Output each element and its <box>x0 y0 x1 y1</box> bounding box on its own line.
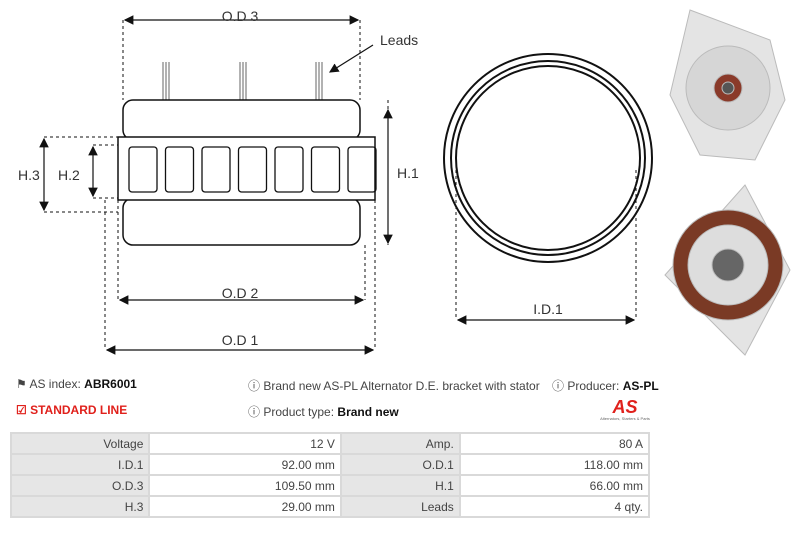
od3-label: O.D 3 <box>222 8 259 24</box>
leads-label: Leads <box>380 32 418 48</box>
info-icon: ⓘ <box>248 405 261 419</box>
h3-label: H.3 <box>18 167 40 183</box>
stator-slot <box>201 146 231 193</box>
stator-slot <box>274 146 304 193</box>
spec-value: 80 A <box>458 432 651 455</box>
h2-label: H.2 <box>58 167 80 183</box>
stator-slot <box>310 146 341 193</box>
spec-label: Leads <box>339 495 461 518</box>
spec-label: I.D.1 <box>9 453 151 476</box>
description: ⓘ Brand new AS-PL Alternator D.E. bracke… <box>248 379 540 393</box>
as-pl-logo: AS Alternators, Starters & Parts <box>600 397 650 421</box>
standard-line-badge: ☑ STANDARD LINE <box>16 403 128 417</box>
spec-value: 12 V <box>148 432 342 455</box>
spec-value: 29.00 mm <box>148 495 342 518</box>
od2-label: O.D 2 <box>222 285 259 301</box>
product-type: ⓘ Product type: Brand new <box>248 405 399 419</box>
stator-slot <box>347 146 377 193</box>
lead-wires <box>162 62 323 100</box>
stator-dimension-diagram: O.D 3 Leads H.1 H.3 H.2 O.D 2 O.D 1 I.D.… <box>18 8 791 356</box>
spec-value: 66.00 mm <box>458 474 651 497</box>
spec-label: H.3 <box>9 495 151 518</box>
photo-bracket <box>669 9 786 161</box>
spec-value: 4 qty. <box>458 495 651 518</box>
stator-slot <box>128 146 158 193</box>
spec-label: O.D.3 <box>9 474 151 497</box>
spec-value: 118.00 mm <box>458 453 651 476</box>
as-index: ⚑ AS index: ABR6001 <box>16 377 137 391</box>
producer: ⓘ Producer: AS-PL <box>552 379 659 393</box>
tag-icon: ⚑ <box>16 377 27 391</box>
h1-label: H.1 <box>397 165 419 181</box>
checkbox-icon: ☑ <box>16 403 27 417</box>
info-icon: ⓘ <box>248 379 261 393</box>
spec-label: H.1 <box>339 474 461 497</box>
photo-bracket-stator-front <box>664 184 791 356</box>
spec-label: O.D.1 <box>339 453 461 476</box>
spec-value: 92.00 mm <box>148 453 342 476</box>
spec-label: Amp. <box>339 432 461 455</box>
top-winding <box>122 99 361 141</box>
spec-label: Voltage <box>9 432 151 455</box>
id1-label: I.D.1 <box>533 301 563 317</box>
spec-value: 109.50 mm <box>148 474 342 497</box>
stator-slot <box>164 146 195 193</box>
stator-ring-view <box>443 53 653 263</box>
od1-label: O.D 1 <box>222 332 259 348</box>
stator-slot <box>237 146 268 193</box>
info-icon: ⓘ <box>552 379 565 393</box>
bottom-winding <box>122 197 361 246</box>
